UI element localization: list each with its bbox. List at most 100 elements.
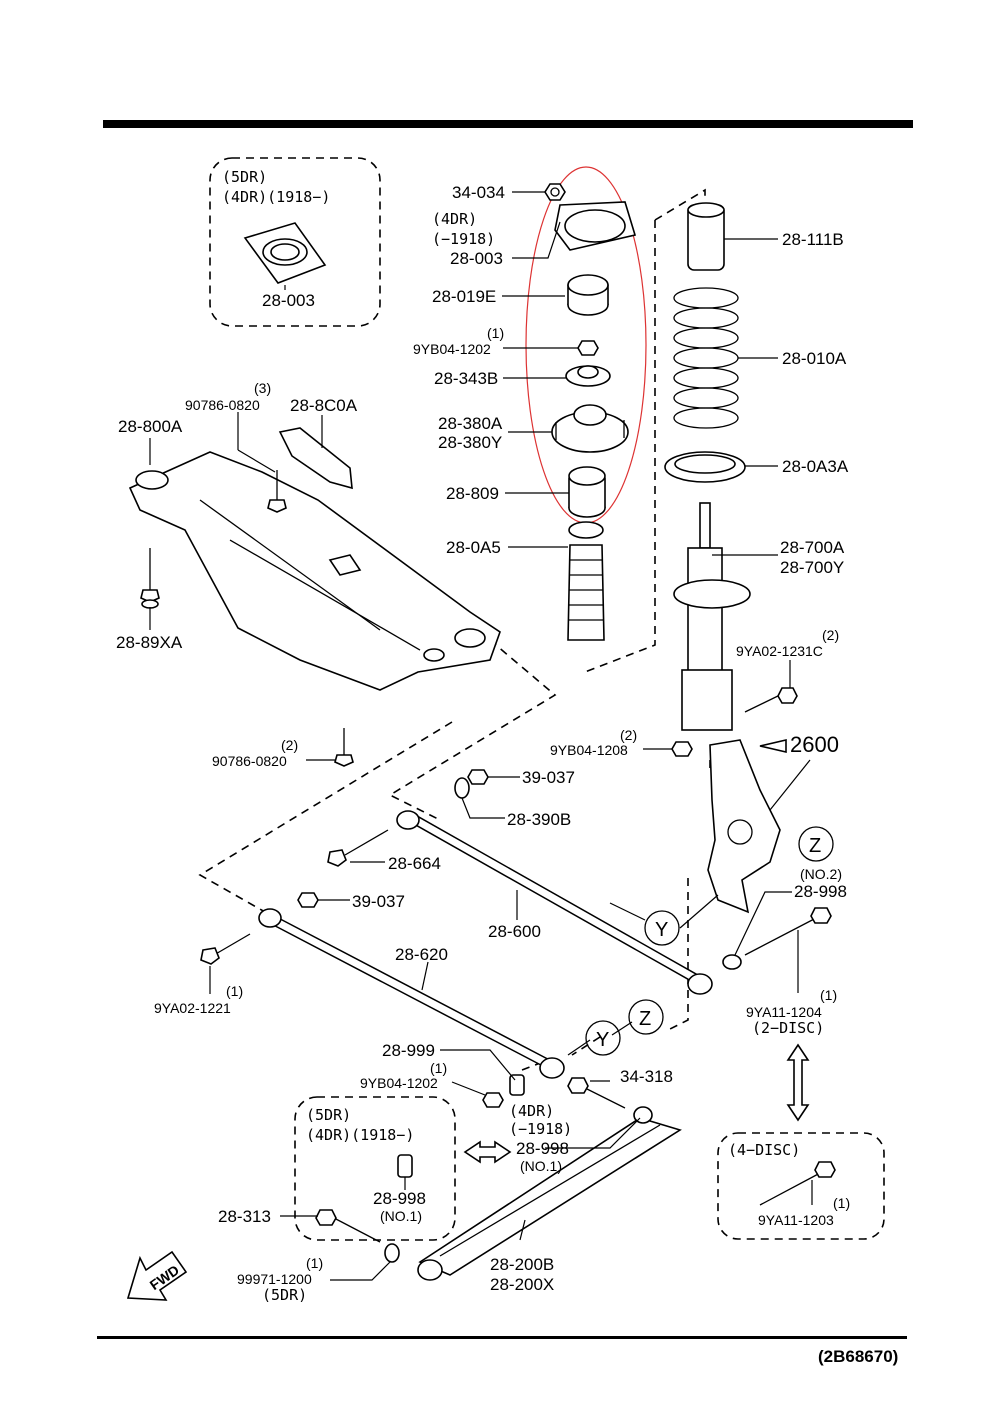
nut-34034 (544, 183, 566, 201)
label-ref-y-lower: Y (596, 1029, 609, 1051)
label-28-664: 28-664 (388, 854, 441, 873)
label-no1-a: (NO.1) (520, 1158, 562, 1174)
diagram-code: (2B68670) (818, 1347, 898, 1366)
label-1918-a: (−1918) (432, 230, 495, 248)
label-28-700a: 28-700A (780, 538, 845, 557)
label-4dr-b: (4DR) (509, 1102, 554, 1120)
dust-boot-28-0a5 (567, 521, 605, 641)
nut-39037-upper (467, 769, 489, 785)
label-28-998-box: 28-998 (373, 1189, 426, 1208)
label-39-037-b: 39-037 (352, 892, 405, 911)
label-9yb04-1208: 9YB04-1208 (550, 742, 628, 758)
label-qty-2-c: (2) (281, 737, 298, 753)
bolt-90786-0820-upper (267, 470, 287, 513)
label-28-380y: 28-380Y (438, 433, 502, 452)
label-28-89xa: 28-89XA (116, 633, 183, 652)
strut-guide-line-2 (584, 220, 656, 673)
fwd-arrow-icon (126, 1250, 188, 1301)
bracket-28-8c0a (278, 427, 353, 490)
label-28-998-a: 28-998 (794, 882, 847, 901)
label-no2: (NO.2) (800, 866, 842, 882)
label-28-0a5: 28-0A5 (446, 538, 501, 557)
label-5dr-c: (5DR) (262, 1286, 307, 1304)
label-qty-1-f: (1) (306, 1255, 323, 1271)
knuckle-guide-line (667, 878, 689, 1031)
lower-arm-guide-2 (571, 1036, 601, 1056)
option-box-4disc (717, 1132, 885, 1240)
label-28-343b: 28-343B (434, 369, 498, 388)
bottom-rule (97, 1336, 907, 1339)
label-34-318: 34-318 (620, 1067, 673, 1086)
label-4dr1918-box1: (4DR)(1918−) (222, 188, 330, 206)
top-rule (103, 120, 913, 128)
label-28-998-b: 28-998 (516, 1139, 569, 1158)
bracket-28998-no1-box (397, 1154, 413, 1178)
strut-28700a (673, 502, 751, 731)
label-28-390b: 28-390B (507, 810, 571, 829)
bolt-28664 (327, 829, 389, 867)
label-9ya11-1204: 9YA11-1204 (746, 1004, 822, 1020)
label-ref-z-lower: Z (639, 1008, 651, 1030)
nut-9yb04-1208 (671, 741, 693, 757)
coil-spring-28010a (673, 287, 739, 429)
label-28-200b: 28-200B (490, 1255, 554, 1274)
bolt-28313 (315, 1209, 381, 1243)
label-qty-3: (3) (254, 380, 271, 396)
label-28-999: 28-999 (382, 1041, 435, 1060)
label-qty-2-a: (2) (822, 627, 839, 643)
strut-guide-line (654, 188, 706, 221)
label-qty-1-b: (1) (226, 983, 243, 999)
label-9yb04-1202-a: 9YB04-1202 (413, 341, 491, 357)
nut-39037-lower (297, 892, 319, 908)
bump-stopper-28019e (567, 274, 609, 316)
bolt-9ya11-1204 (744, 907, 832, 956)
bound-stopper-28809 (568, 466, 606, 518)
label-28-111b: 28-111B (782, 230, 844, 249)
label-28-313: 28-313 (218, 1207, 271, 1226)
label-2600: 2600 (790, 732, 839, 757)
label-28-003-a: 28-003 (450, 249, 503, 268)
label-28-0a3a: 28-0A3A (782, 457, 849, 476)
label-90786-0820-b: 90786-0820 (212, 753, 287, 769)
label-4dr1918-box2: (4DR)(1918−) (306, 1126, 414, 1144)
nut-9yb04-1202-lower (482, 1092, 504, 1108)
label-28-620: 28-620 (395, 945, 448, 964)
label-28-010a: 28-010A (782, 349, 847, 368)
label-qty-1-e: (1) (833, 1195, 850, 1211)
spring-seat-28-0a3a (664, 451, 746, 483)
label-no1-box: (NO.1) (380, 1208, 422, 1224)
label-28-809: 28-809 (446, 484, 499, 503)
nut-9yb04-1202 (577, 340, 599, 356)
leader-lines (149, 191, 813, 1281)
label-34-034: 34-034 (452, 183, 505, 202)
label-28-200x: 28-200X (490, 1275, 554, 1294)
label-qty-2-b: (2) (620, 727, 637, 743)
label-5dr-box2: (5DR) (306, 1106, 351, 1124)
double-arrow-vertical-icon (786, 1043, 810, 1122)
double-arrow-horizontal-icon (463, 1140, 512, 1164)
label-28-600: 28-600 (488, 922, 541, 941)
subframe-guide-line-2 (388, 639, 557, 821)
lateral-link-28600 (396, 810, 713, 995)
label-1918-b: (−1918) (509, 1120, 572, 1138)
ref-circle-y-upper (644, 910, 680, 946)
subframe-guide-line (198, 721, 453, 913)
lateral-link-28620 (258, 908, 565, 1079)
label-2-disc: (2−DISC) (752, 1019, 824, 1037)
ref-arrow-icon (759, 738, 787, 754)
label-28-700y: 28-700Y (780, 558, 844, 577)
washer-28390b (454, 777, 470, 799)
label-39-037-a: 39-037 (522, 768, 575, 787)
bolt-9ya02-1221 (200, 933, 251, 965)
label-qty-1-c: (1) (820, 987, 837, 1003)
bolt-34318 (567, 1077, 626, 1109)
label-9ya02-1231c: 9YA02-1231C (736, 643, 823, 659)
bump-stop-28111b (687, 202, 725, 271)
label-5dr-box1: (5DR) (222, 168, 267, 186)
label-28-380a: 28-380A (438, 414, 503, 433)
washer-28998-no2 (722, 954, 742, 970)
bolt-9ya11-1203 (759, 1161, 836, 1206)
bolt-90786-0820-lower (334, 728, 354, 767)
label-4-disc: (4−DISC) (728, 1141, 800, 1159)
